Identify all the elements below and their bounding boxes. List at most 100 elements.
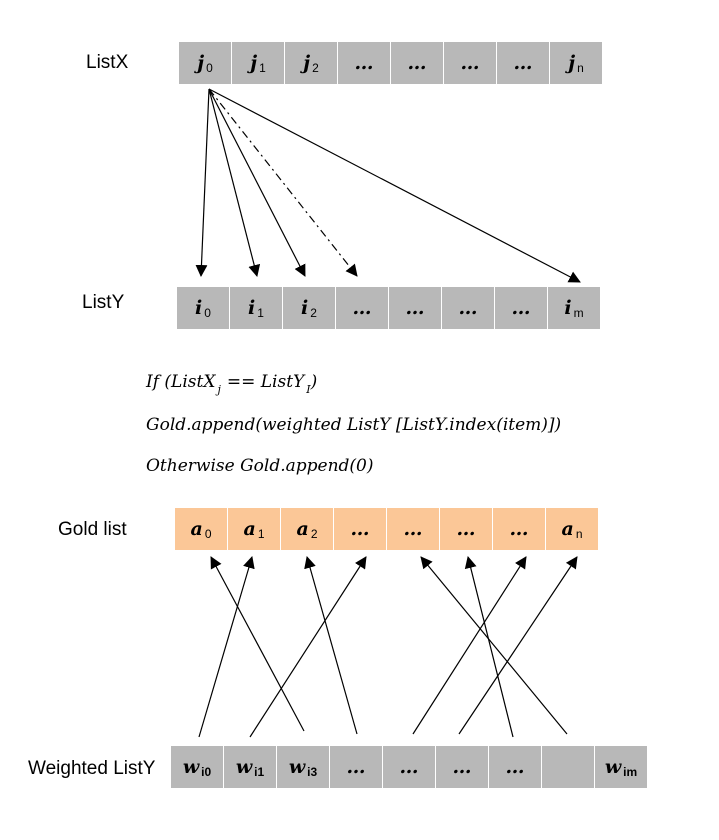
gold-cell-subscript: n xyxy=(575,527,583,541)
weighted-cell-text: w xyxy=(604,756,622,778)
gold-cell: … xyxy=(334,508,386,550)
listy-cell: … xyxy=(336,287,388,329)
gold-cell-text: a xyxy=(296,518,309,540)
weighted-cell-text: … xyxy=(346,756,366,778)
arrow-w-to-a2 xyxy=(304,556,358,735)
listy-cell-subscript: 1 xyxy=(257,306,264,320)
weighted-cell: … xyxy=(436,746,488,788)
arrow-w-to-dots1 xyxy=(249,556,367,738)
listy-cell-subscript: 2 xyxy=(310,306,317,320)
gold-cell-subscript: 1 xyxy=(257,527,265,541)
listx-cell-text: … xyxy=(407,52,427,74)
listx-cell-subscript: 0 xyxy=(206,61,213,75)
gold-cell-text: a xyxy=(190,518,203,540)
weighted-cell-subscript: i0 xyxy=(201,765,212,779)
weighted-cell-text: w xyxy=(288,756,306,778)
arrow-w-to-dots3 xyxy=(464,556,514,738)
gold-cell-text: … xyxy=(456,518,476,540)
formula-if-part1: If (ListX xyxy=(146,372,216,392)
gold-cell-text: a xyxy=(243,518,256,540)
listx-cell: … xyxy=(444,42,496,84)
weighted-cell-text: w xyxy=(235,756,253,778)
formula-otherwise: Otherwise Gold.append(0) xyxy=(146,456,374,476)
gold-cell-text: a xyxy=(561,518,574,540)
weighted-cell-text: w xyxy=(182,756,200,778)
weighted-cell-text: … xyxy=(452,756,472,778)
gold-cell: … xyxy=(387,508,439,550)
gold-cell-text: … xyxy=(509,518,529,540)
weighted-listy-label: Weighted ListY xyxy=(28,758,156,779)
formula-if-sub-i: I xyxy=(306,383,311,396)
listy-cell-subscript: 0 xyxy=(204,306,211,320)
arrow-j0-to-dots xyxy=(208,88,358,277)
gold-cell: … xyxy=(440,508,492,550)
weighted-cell-text: … xyxy=(505,756,525,778)
gold-cell-subscript: 2 xyxy=(310,527,318,541)
listx-cell-subscript: n xyxy=(577,61,584,75)
weighted-cell-text: … xyxy=(399,756,419,778)
arrow-w-to-a0 xyxy=(210,556,305,732)
formula-if-part3: ) xyxy=(310,372,318,392)
listx-cell-subscript: 1 xyxy=(259,61,266,75)
gold-cell: … xyxy=(493,508,545,550)
arrow-w-to-an xyxy=(458,556,578,735)
listy-cell-text: i xyxy=(301,297,309,319)
listx-cell: … xyxy=(391,42,443,84)
listy-cell: … xyxy=(389,287,441,329)
weighted-cell-subscript: i3 xyxy=(307,765,318,779)
gold-cell-text: … xyxy=(403,518,423,540)
arrow-w-to-dots4 xyxy=(412,556,527,735)
listx-cell-text: j xyxy=(250,52,258,74)
arrow-w-to-dots2 xyxy=(420,556,568,735)
listx-cell-text: … xyxy=(460,52,480,74)
gold-cell-subscript: 0 xyxy=(204,527,212,541)
weighted-cell: … xyxy=(383,746,435,788)
arrow-j0-to-i2 xyxy=(208,88,306,277)
listy-cell-text: i xyxy=(248,297,256,319)
listx-cell-subscript: 2 xyxy=(312,61,319,75)
gold-list-label: Gold list xyxy=(58,519,127,540)
formula-if-sub-j: j xyxy=(217,383,221,396)
formula-if-part2: == ListY xyxy=(226,372,305,392)
weighted-cell: … xyxy=(489,746,541,788)
listy-cell: … xyxy=(495,287,547,329)
listx-cell-text: … xyxy=(354,52,374,74)
listx-cell: … xyxy=(338,42,390,84)
listy-cell-text: … xyxy=(405,297,425,319)
weighted-cell xyxy=(542,746,594,788)
arrow-j0-to-im xyxy=(208,88,581,283)
gold-cell-text: … xyxy=(350,518,370,540)
listx-cell-text: j xyxy=(568,52,576,74)
formula-append: Gold.append(weighted ListY [ListY.index(… xyxy=(146,415,562,435)
listx-cell-text: j xyxy=(197,52,205,74)
weighted-cell: … xyxy=(330,746,382,788)
listy-cell-text: … xyxy=(458,297,478,319)
listx-cell-text: … xyxy=(513,52,533,74)
listx-cell: … xyxy=(497,42,549,84)
arrow-j0-to-i0 xyxy=(195,88,210,277)
arrow-w-to-a1-left xyxy=(198,556,255,738)
listx-cell-text: j xyxy=(303,52,311,74)
listy-cell-subscript: m xyxy=(573,306,584,320)
